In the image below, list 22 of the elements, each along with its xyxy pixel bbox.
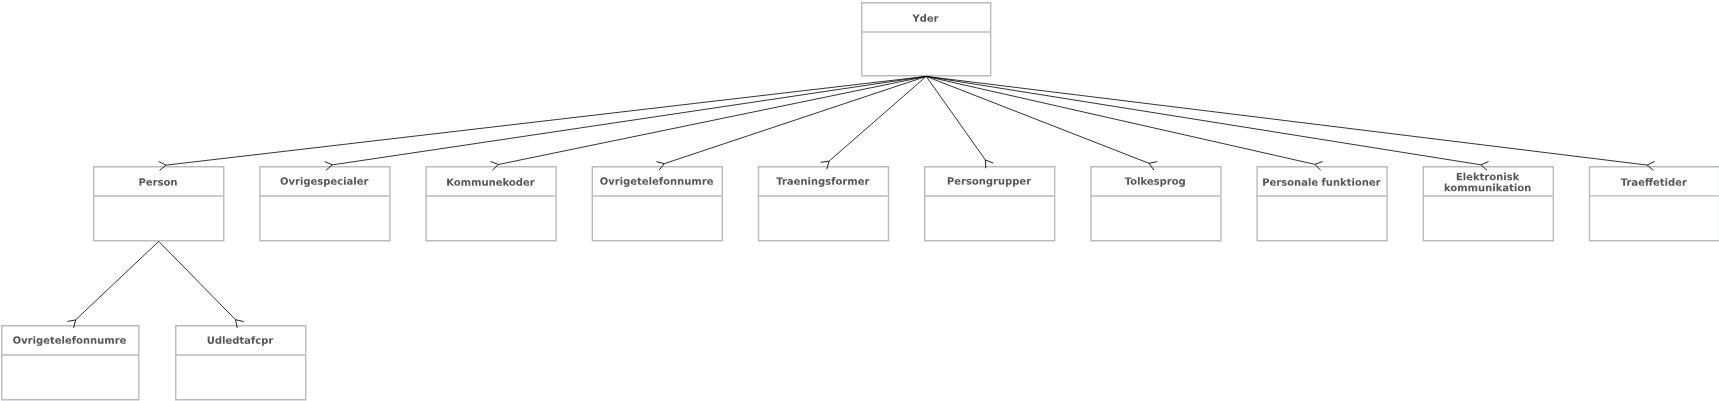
- entity-box: Ovrigespecialer: [258, 166, 391, 242]
- entity-box: Ovrigetelefonnumre: [0, 325, 140, 401]
- entity-box: Persongrupper: [923, 166, 1056, 242]
- entity-box: Ovrigetelefonnumre: [590, 166, 723, 242]
- connector: [925, 76, 994, 169]
- connector: [490, 76, 927, 171]
- entity-box: Personale funktioner: [1255, 166, 1388, 242]
- connector: [925, 76, 1158, 171]
- entity-box: Traeningsformer: [757, 166, 890, 242]
- entity-box: Yder: [860, 2, 992, 77]
- connector: [655, 76, 927, 171]
- entity-box: Tolkesprog: [1089, 166, 1222, 242]
- entity-box: Udledtafcpr: [174, 325, 307, 401]
- entity-box: Traeffetider: [1588, 166, 1719, 242]
- connector: [820, 76, 927, 170]
- entity-box: Elektronisk kommunikation: [1421, 166, 1554, 242]
- connector: [67, 241, 160, 329]
- connector: [925, 76, 1324, 171]
- entity-box: Person: [92, 166, 225, 242]
- entity-box: Kommunekoder: [424, 166, 557, 242]
- connector: [925, 76, 1656, 171]
- connector: [158, 241, 245, 329]
